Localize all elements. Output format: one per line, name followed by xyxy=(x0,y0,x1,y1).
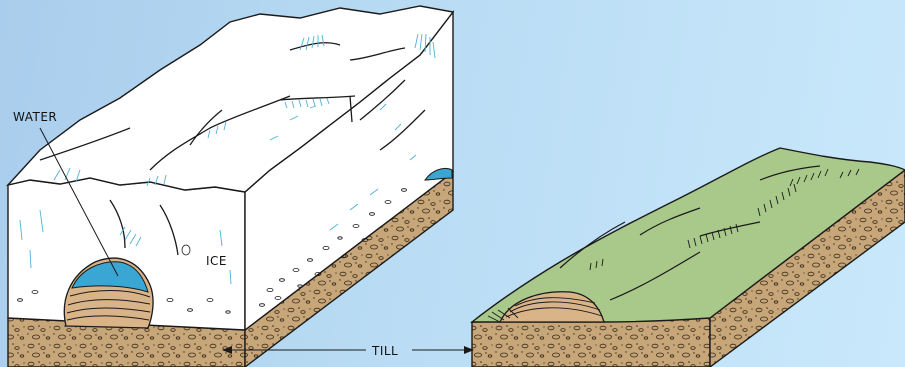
glacier-block xyxy=(8,6,453,367)
water-label: WATER xyxy=(13,110,57,124)
till-label: TILL xyxy=(372,344,398,358)
landform-block xyxy=(472,148,905,367)
till-front-face-right xyxy=(472,318,710,367)
ice-label: ICE xyxy=(206,254,227,268)
